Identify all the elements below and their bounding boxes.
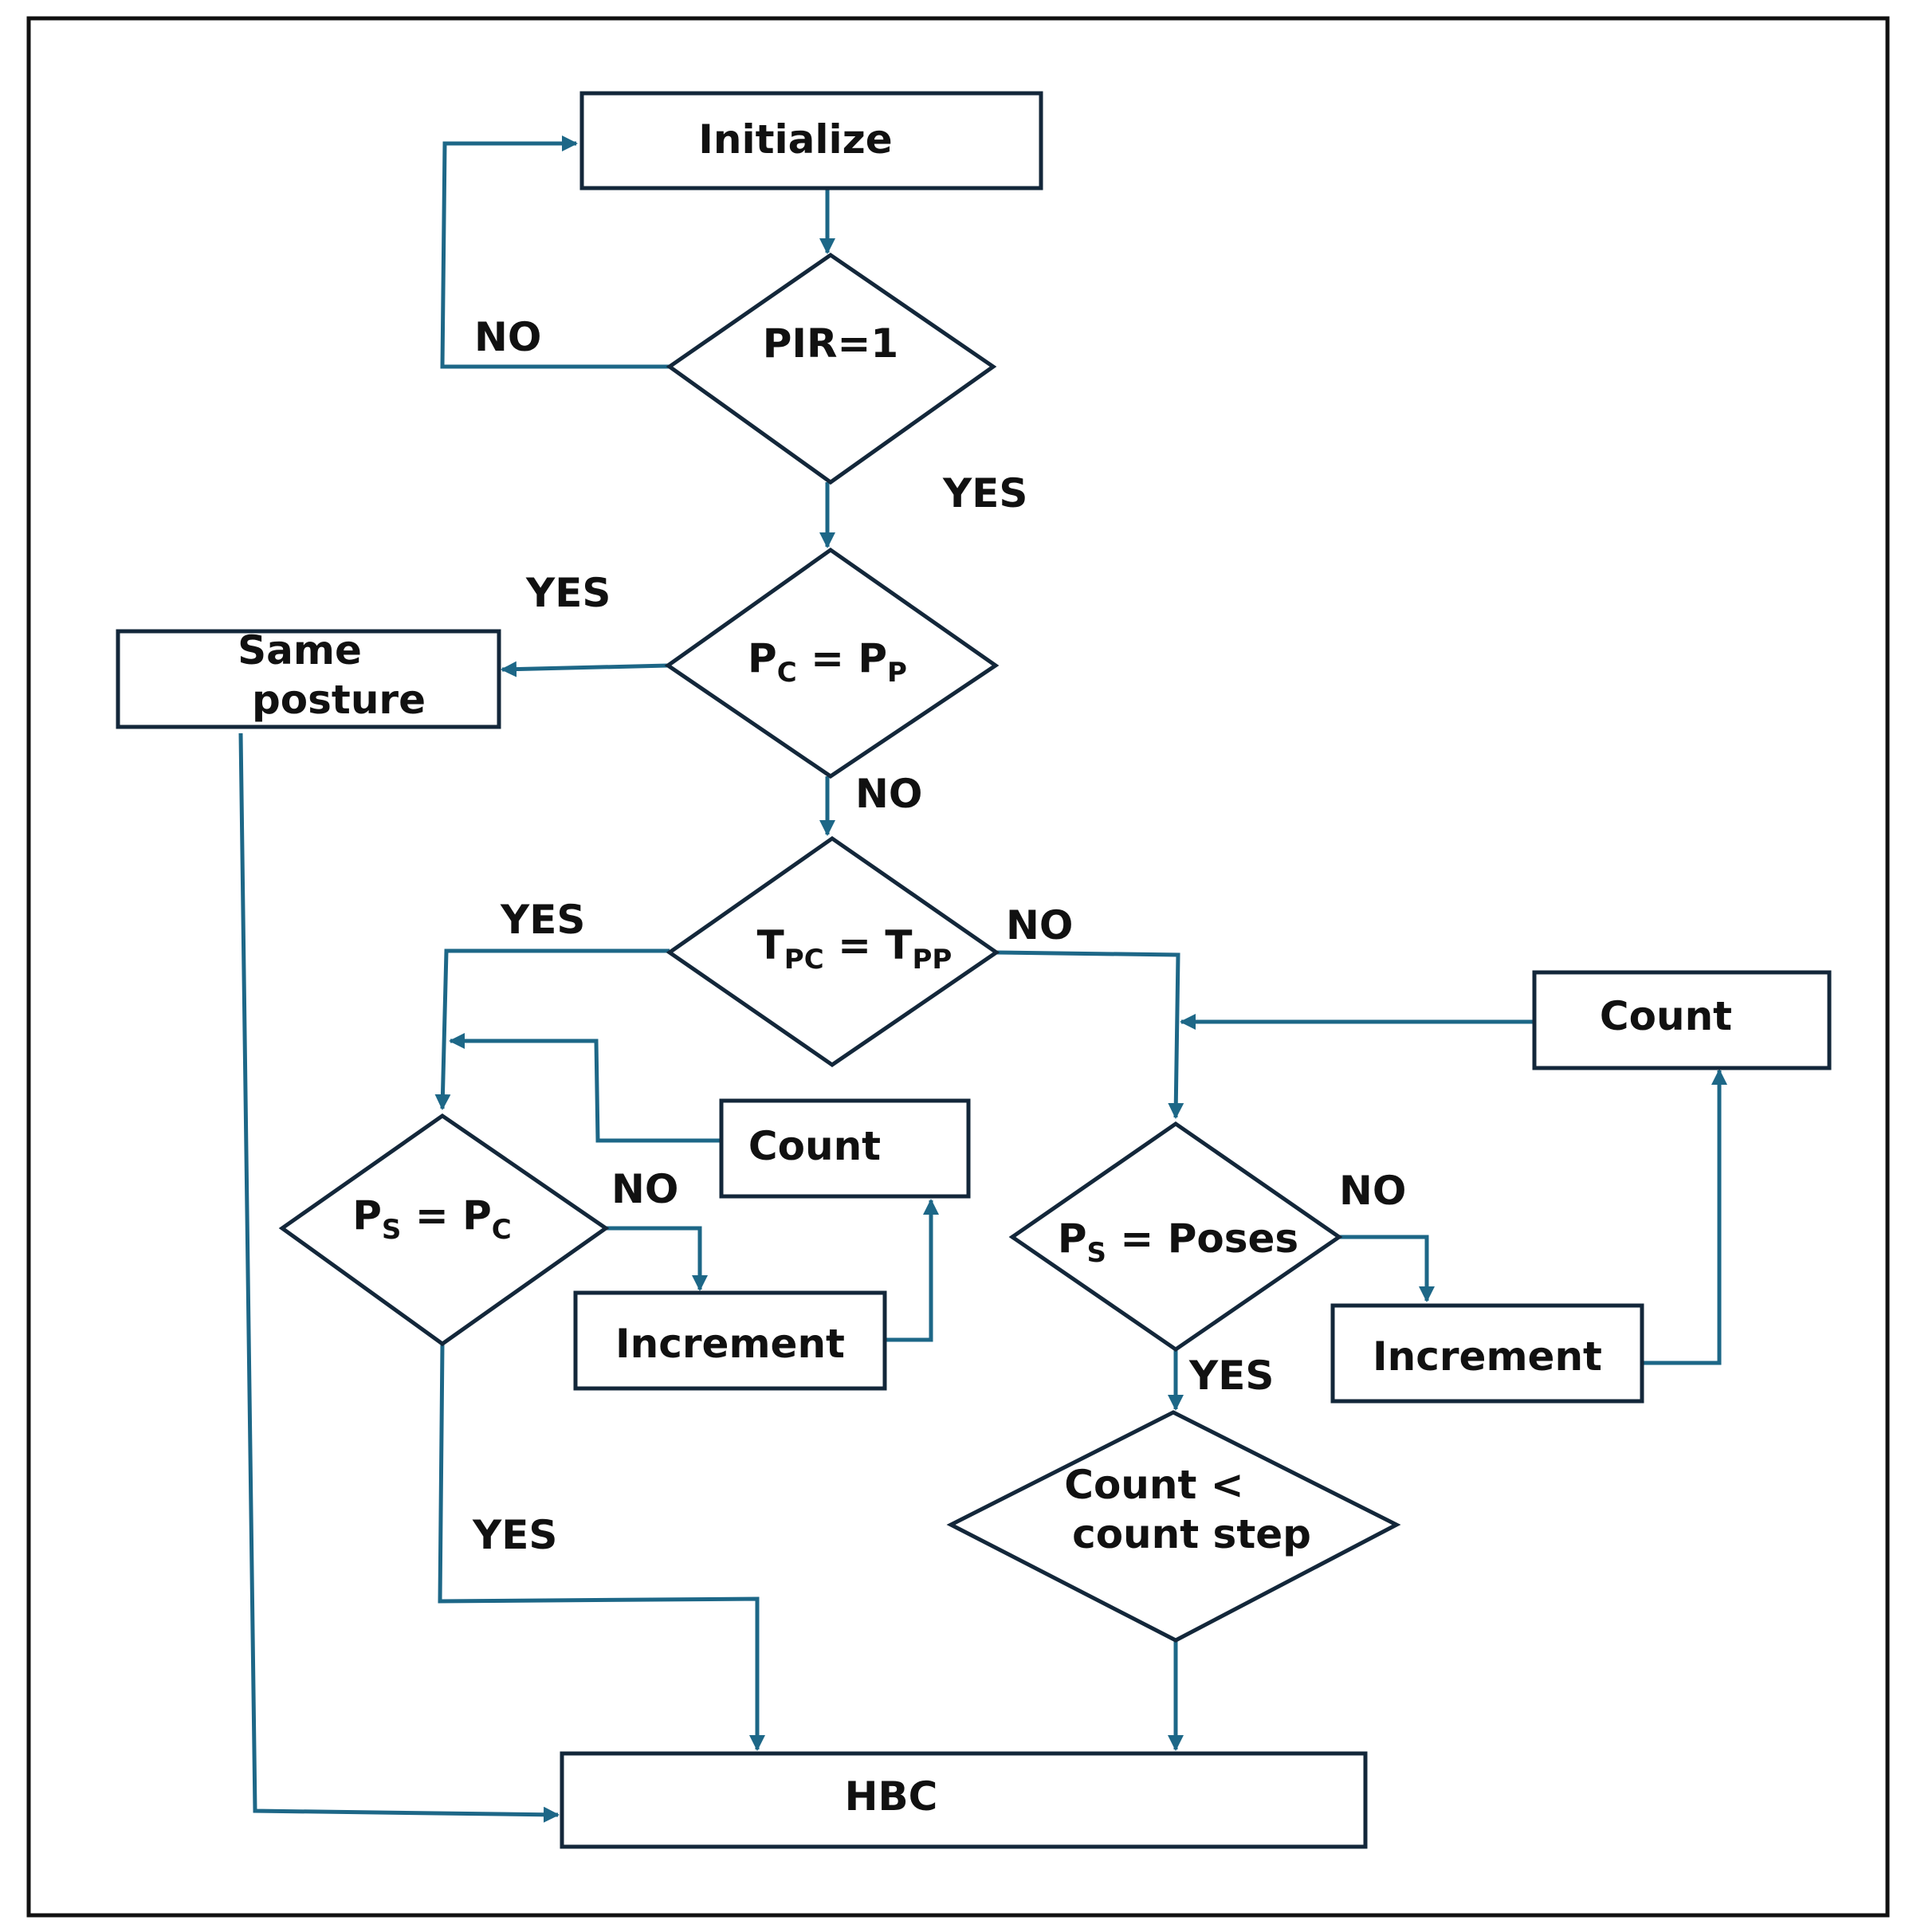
node-same-posture[interactable]: Same posture: [116, 627, 501, 729]
tpc-tpp-eq: =: [824, 922, 886, 968]
hbc-label: HBC: [845, 1773, 938, 1820]
ps-poses-diamond: [1008, 1121, 1343, 1353]
edge-same-posture-to-hbc: [238, 732, 560, 1823]
ps-pc-p2: P: [462, 1192, 492, 1239]
count-step-line1: Count <: [1064, 1462, 1243, 1508]
pc-pp-s1: C: [777, 657, 797, 689]
node-tpc-tpp[interactable]: TPC = TPP: [666, 835, 1000, 1068]
increment-right-box: [1330, 1303, 1644, 1404]
edge-ps-poses-no-to-increment-right: [1339, 1235, 1435, 1302]
node-ps-pc[interactable]: PS = PC: [278, 1113, 610, 1347]
label-ps-poses-no: NO: [1339, 1168, 1406, 1214]
label-tpc-yes: YES: [500, 897, 585, 943]
edge-tpc-no-to-ps-poses: [996, 950, 1184, 1119]
count-left-label: Count: [748, 1123, 881, 1169]
node-count-right[interactable]: Count: [1532, 970, 1832, 1070]
edge-pir-no-to-initialize: [440, 135, 670, 369]
edge-ps-pc-no-to-increment-left: [606, 1226, 708, 1291]
edge-increment-right-to-count-right: [1644, 1069, 1727, 1365]
hbc-box: [560, 1751, 1368, 1849]
node-ps-poses[interactable]: PS = Poses: [1008, 1121, 1343, 1353]
node-hbc[interactable]: HBC: [560, 1751, 1368, 1849]
increment-right-label: Increment: [1373, 1333, 1602, 1380]
tpc-tpp-p1: T: [757, 922, 784, 968]
pc-pp-eq: =: [797, 635, 858, 681]
same-posture-line2: posture: [252, 677, 426, 723]
tpc-tpp-p2: T: [885, 922, 912, 968]
ps-poses-eq: = Poses: [1106, 1215, 1298, 1262]
label-pir-no: NO: [474, 314, 541, 360]
ps-pc-s1: S: [382, 1214, 402, 1246]
edge-tpc-yes-to-ps-pc: [434, 948, 670, 1110]
edge-ps-pc-yes-to-hbc: [438, 1343, 765, 1751]
initialize-box: [579, 91, 1043, 190]
ps-pc-p1: P: [352, 1192, 382, 1239]
ps-pc-s2: C: [492, 1214, 512, 1246]
initialize-label: Initialize: [698, 116, 892, 163]
label-pc-yes: YES: [525, 570, 611, 616]
label-ps-pc-yes: YES: [472, 1512, 557, 1558]
ps-pc-label: PS = PC: [352, 1192, 511, 1246]
pc-pp-p2: P: [858, 635, 887, 681]
node-increment-left[interactable]: Increment: [573, 1290, 887, 1391]
increment-left-box: [573, 1290, 887, 1391]
node-pir[interactable]: PIR=1: [666, 252, 997, 485]
label-pir-yes: YES: [942, 470, 1027, 516]
ps-pc-eq: =: [401, 1192, 462, 1239]
ps-pc-diamond: [278, 1113, 610, 1347]
tpc-tpp-s1: PC: [784, 944, 824, 976]
outer-frame: [26, 16, 1890, 1918]
label-pc-no: NO: [855, 771, 922, 817]
increment-left-label: Increment: [615, 1321, 845, 1367]
edge-count-left-to-loop: [449, 1033, 721, 1143]
count-step-line2: count step: [1072, 1511, 1311, 1557]
count-right-box: [1532, 970, 1832, 1070]
label-ps-pc-no: NO: [611, 1166, 678, 1212]
node-increment-right[interactable]: Increment: [1330, 1303, 1644, 1404]
pc-pp-s2: P: [887, 657, 907, 689]
pc-pp-p1: P: [748, 635, 777, 681]
tpc-tpp-s2: PP: [912, 944, 952, 976]
node-initialize[interactable]: Initialize: [579, 91, 1043, 190]
pc-pp-diamond: [664, 547, 1000, 779]
count-right-label: Count: [1600, 993, 1732, 1039]
count-left-box: [719, 1098, 971, 1199]
node-count-step[interactable]: Count < count step: [946, 1410, 1401, 1643]
node-pc-pp[interactable]: PC = PP: [664, 547, 1000, 779]
ps-poses-p1: P: [1058, 1215, 1087, 1262]
same-posture-box: [116, 629, 501, 729]
label-ps-poses-yes: YES: [1188, 1353, 1274, 1399]
pir-label: PIR=1: [763, 320, 898, 367]
tpc-tpp-diamond: [666, 835, 1000, 1068]
count-step-diamond: [946, 1410, 1401, 1643]
edge-increment-left-to-count-left: [886, 1199, 939, 1342]
edges: [238, 135, 1727, 1823]
pc-pp-label: PC = PP: [748, 635, 907, 689]
tpc-tpp-label: TPC = TPP: [757, 922, 953, 976]
same-posture-line1: Same: [238, 627, 362, 673]
label-tpc-no: NO: [1006, 902, 1073, 948]
edge-pc-yes-to-same-posture: [501, 661, 669, 677]
ps-poses-s1: S: [1087, 1237, 1107, 1269]
ps-poses-label: PS = Poses: [1058, 1215, 1298, 1269]
edge-labels: NO YES YES NO YES NO NO YES NO YES: [472, 314, 1406, 1558]
node-count-left[interactable]: Count: [719, 1098, 971, 1199]
pir-diamond: [666, 252, 997, 485]
